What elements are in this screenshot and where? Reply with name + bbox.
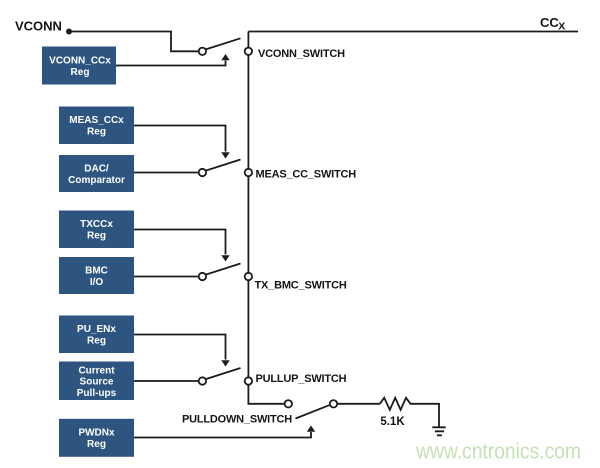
svg-text:www.cntronics.com: www.cntronics.com <box>415 439 581 464</box>
svg-text:PULLUP_SWITCH: PULLUP_SWITCH <box>256 373 347 385</box>
svg-text:PWDNx: PWDNx <box>78 428 115 439</box>
svg-text:Reg: Reg <box>71 67 90 78</box>
svg-text:Reg: Reg <box>87 439 106 450</box>
svg-text:PU_ENx: PU_ENx <box>77 324 116 335</box>
svg-text:DAC/: DAC/ <box>84 163 109 174</box>
svg-text:MEAS_CC_SWITCH: MEAS_CC_SWITCH <box>256 168 357 180</box>
svg-text:Current: Current <box>78 365 115 376</box>
svg-text:VCONN: VCONN <box>15 19 62 34</box>
svg-text:Reg: Reg <box>87 336 106 347</box>
svg-text:BMC: BMC <box>85 265 108 276</box>
svg-text:MEAS_CCx: MEAS_CCx <box>69 115 124 126</box>
svg-text:VCONN_CCx: VCONN_CCx <box>49 55 111 66</box>
svg-text:I/O: I/O <box>90 277 104 288</box>
svg-text:X: X <box>558 20 565 32</box>
svg-text:Pull-ups: Pull-ups <box>77 388 117 399</box>
svg-text:Reg: Reg <box>87 231 106 242</box>
svg-text:Reg: Reg <box>87 127 106 138</box>
svg-text:Source: Source <box>80 377 114 388</box>
svg-text:PULLDOWN_SWITCH: PULLDOWN_SWITCH <box>182 414 292 426</box>
svg-text:TX_BMC_SWITCH: TX_BMC_SWITCH <box>255 279 347 291</box>
svg-text:5.1K: 5.1K <box>380 416 405 428</box>
svg-text:CC: CC <box>540 15 559 30</box>
svg-text:VCONN_SWITCH: VCONN_SWITCH <box>258 48 345 60</box>
svg-text:TXCCx: TXCCx <box>80 219 113 230</box>
svg-text:Comparator: Comparator <box>68 175 125 186</box>
